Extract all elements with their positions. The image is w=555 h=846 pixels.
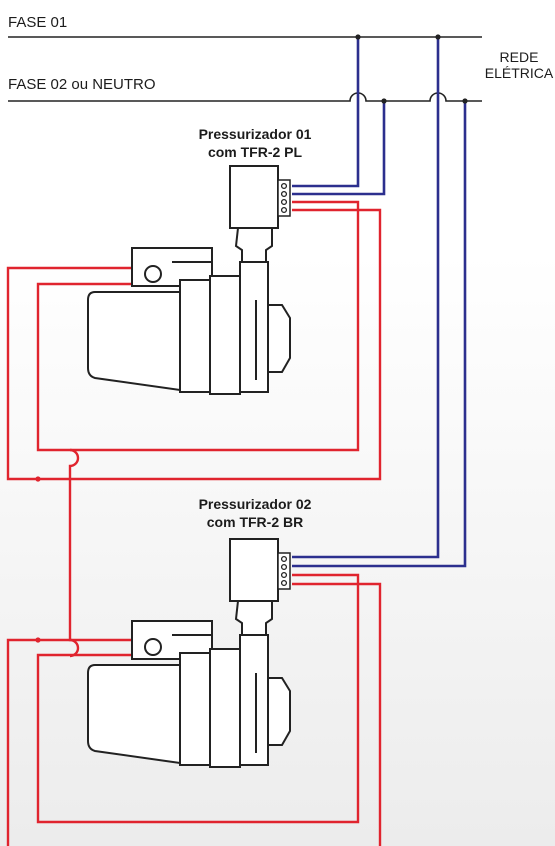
fase-02-line	[8, 92, 482, 102]
pump-2	[87, 538, 291, 768]
phase-lines	[8, 36, 482, 102]
rede-label-line2: ELÉTRICA	[484, 65, 554, 81]
pump-2-title: Pressurizador 02 com TFR-2 BR	[170, 495, 340, 531]
pump-2-title-line1: Pressurizador 02	[198, 496, 312, 512]
pump-1	[87, 165, 291, 395]
control-wires	[6, 200, 382, 846]
rede-label-line1: REDE	[499, 49, 539, 65]
junction-dots	[355, 34, 468, 104]
power-wires	[292, 37, 467, 568]
pump-1-title-line2: com TFR-2 PL	[207, 144, 303, 160]
fase-02-label: FASE 02 ou NEUTRO	[8, 76, 156, 93]
fase-01-label: FASE 01	[8, 14, 68, 31]
pump-1-title-line1: Pressurizador 01	[198, 126, 312, 142]
rede-eletrica-label: REDE ELÉTRICA	[484, 49, 554, 81]
pump-1-title: Pressurizador 01 com TFR-2 PL	[170, 125, 340, 161]
pump-2-title-line2: com TFR-2 BR	[206, 514, 304, 530]
